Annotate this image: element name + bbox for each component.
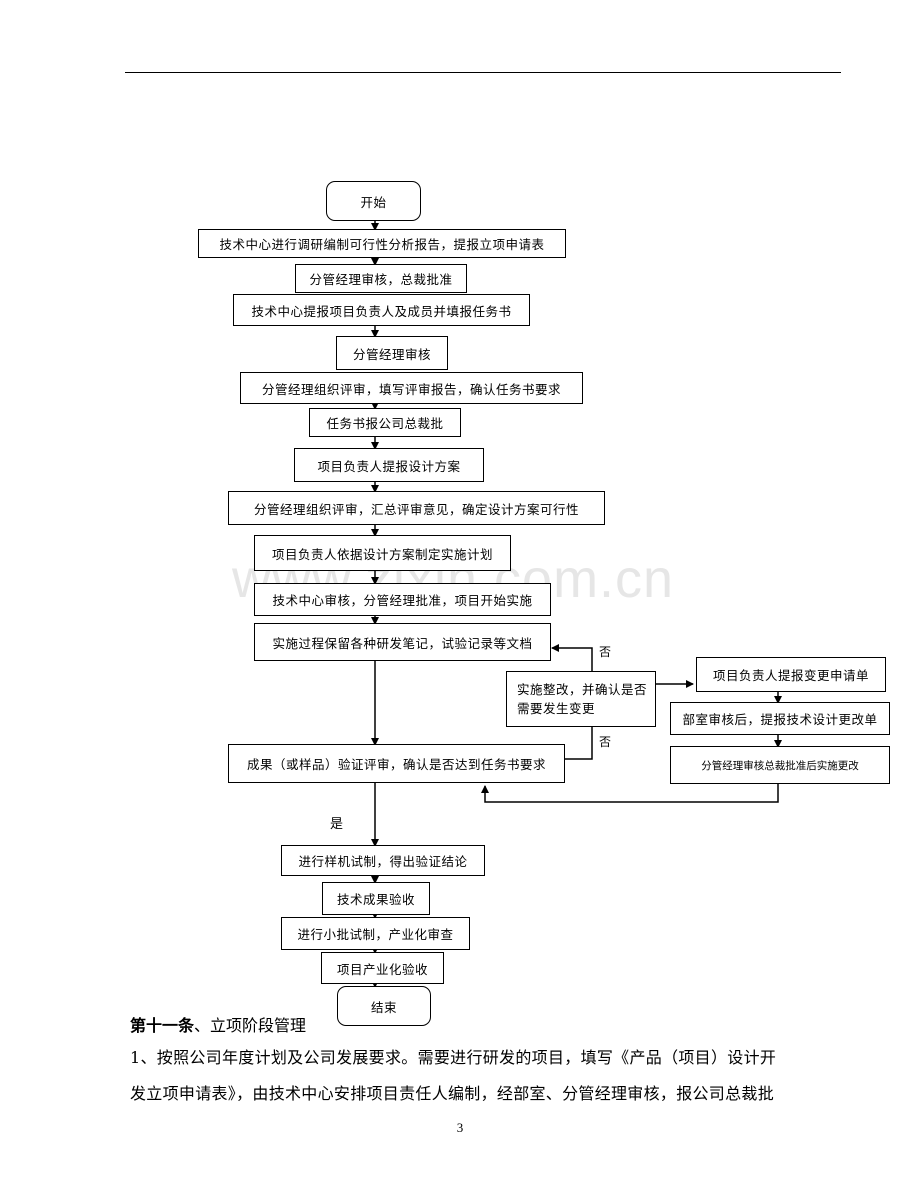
flow-step-industrial-acceptance: 项目产业化验收	[321, 952, 444, 984]
flow-step-keep-records: 实施过程保留各种研发笔记，试验记录等文档	[254, 623, 551, 661]
body-paragraph-line-1: 1、按照公司年度计划及公司发展要求。需要进行研发的项目，填写《产品（项目）设计开	[130, 1048, 777, 1067]
flow-step-implement-change: 分管经理审核总裁批准后实施更改	[670, 746, 890, 784]
flow-step-task-book: 技术中心提报项目负责人及成员并填报任务书	[233, 294, 530, 326]
label-no-top: 否	[599, 645, 612, 659]
section-title: 、立项阶段管理	[194, 1016, 307, 1035]
flow-step-review-report: 分管经理组织评审，填写评审报告，确认任务书要求	[240, 372, 583, 404]
section-heading: 第十一条、立项阶段管理	[130, 1012, 306, 1036]
flow-step-task-book-ceo: 任务书报公司总裁批	[309, 408, 461, 437]
flow-step-prototype: 进行样机试制，得出验证结论	[281, 845, 485, 876]
flow-step-implementation-plan: 项目负责人依据设计方案制定实施计划	[254, 535, 511, 571]
flow-step-acceptance: 技术成果验收	[322, 882, 430, 915]
page-number: 3	[456, 1120, 464, 1135]
flow-step-start-implementation: 技术中心审核，分管经理批准，项目开始实施	[254, 583, 551, 616]
flow-start: 开始	[326, 181, 421, 221]
flow-step-pilot-production: 进行小批试制，产业化审查	[281, 917, 470, 950]
label-yes: 是	[330, 817, 344, 832]
header-rule	[125, 72, 841, 73]
flow-step-manager-approve: 分管经理审核，总裁批准	[295, 264, 467, 293]
flow-step-verification: 成果（或样品）验证评审，确认是否达到任务书要求	[228, 744, 565, 783]
article-number: 第十一条	[130, 1016, 195, 1035]
flow-step-manager-review: 分管经理审核	[336, 336, 448, 370]
label-no-bottom: 否	[599, 735, 612, 749]
body-paragraph-line-2: 发立项申请表》，由技术中心安排项目责任人编制，经部室、分管经理审核，报公司总裁批	[130, 1084, 775, 1103]
flow-step-design-change-form: 部室审核后，提报技术设计更改单	[670, 702, 890, 735]
flow-step-change-request: 项目负责人提报变更申请单	[696, 657, 886, 692]
flow-step-design-plan: 项目负责人提报设计方案	[294, 448, 484, 482]
flow-end: 结束	[337, 986, 431, 1026]
flow-step-feasibility-report: 技术中心进行调研编制可行性分析报告，提报立项申请表	[198, 229, 566, 258]
flow-step-design-review: 分管经理组织评审，汇总评审意见，确定设计方案可行性	[228, 491, 605, 525]
flow-step-rectify: 实施整改，并确认是否需要发生变更	[506, 671, 656, 727]
